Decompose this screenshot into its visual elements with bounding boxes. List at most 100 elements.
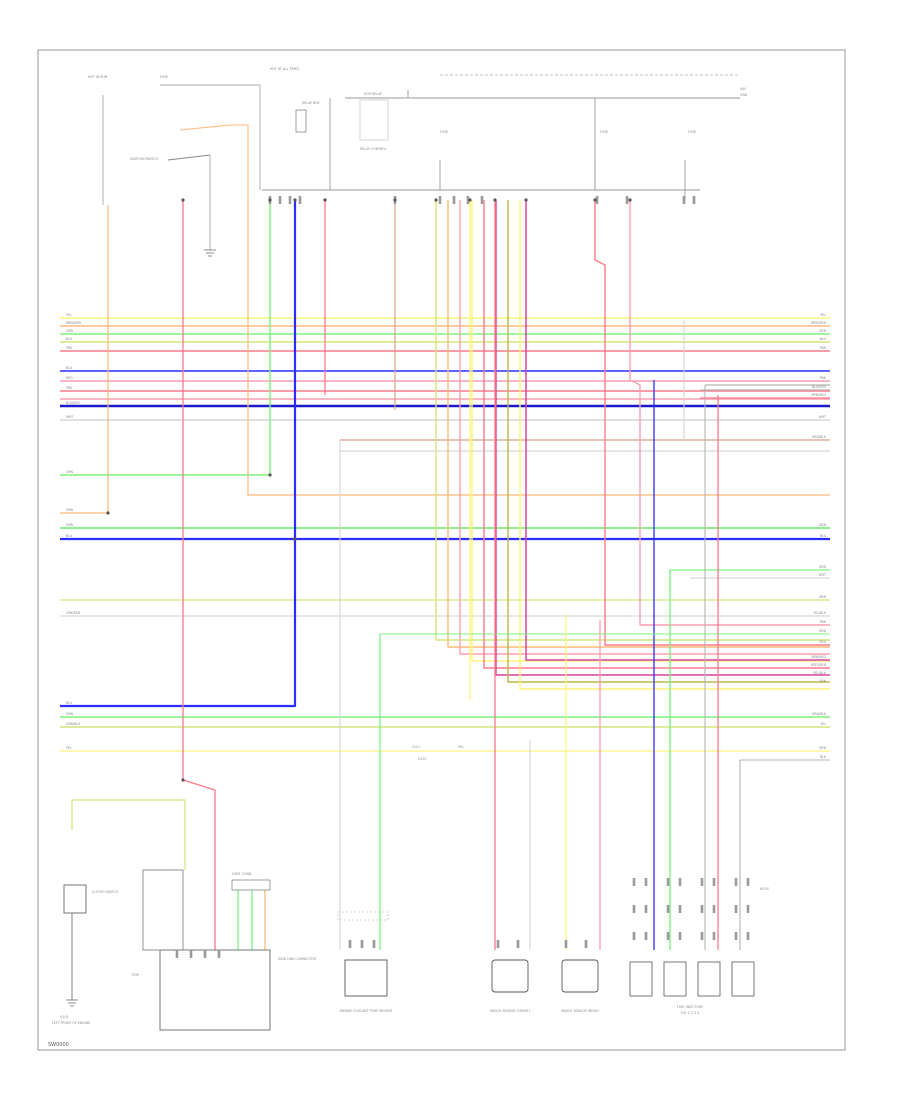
right-wire-label: BRN/RED (811, 655, 826, 659)
connector-pin (466, 196, 470, 204)
fanout-wire (471, 200, 830, 662)
connector-pin (278, 196, 282, 204)
injector-pin (632, 878, 636, 886)
connector-pin (682, 196, 686, 204)
label-ign: IGN (740, 87, 746, 91)
fuse-feed-top (160, 84, 261, 190)
label-splice: YEL (458, 745, 464, 749)
left-wire-label: GRN (66, 470, 74, 474)
injector-pin (632, 932, 636, 940)
right-wire-label: WHT (819, 573, 827, 577)
green-drop (60, 200, 271, 476)
connector-pin (595, 196, 599, 204)
left-wire-label: GRN (66, 329, 74, 333)
right-wire-label: PNK (820, 346, 827, 350)
left-wire-label: BLU (66, 366, 73, 370)
relay-coil (295, 109, 307, 133)
connector-pin (480, 196, 484, 204)
right-wire-label: YEL (820, 313, 826, 317)
sensor-pin (516, 940, 520, 948)
splice-dot (268, 473, 272, 477)
right-wire-label: GRN (819, 329, 827, 333)
left-wire-label: PNK (66, 346, 73, 350)
injector-pin (666, 932, 670, 940)
splice-dot (493, 198, 497, 202)
sensor-pin (360, 940, 364, 948)
left-wire-label: BLU (66, 701, 73, 705)
right-wire-label: ORN/BLK (812, 435, 827, 439)
left-wire-label: BLK/RED (66, 401, 80, 405)
right-wire-label: GRN (819, 746, 827, 750)
connector-pin (625, 196, 629, 204)
left-wire-label: BLU (66, 337, 73, 341)
injector (697, 961, 721, 997)
connector-pin (692, 196, 696, 204)
label-coolant-sensor: ENGINE COOLANT TEMP SENSOR (340, 1009, 393, 1013)
splice-dot (628, 198, 632, 202)
sensor-pin (564, 940, 568, 948)
label-ground: G101 (418, 757, 427, 761)
left-wire-label: BLU (66, 534, 73, 538)
label-ecm-relay: ECM RELAY (364, 92, 382, 96)
sensor-pin (496, 940, 500, 948)
pcm-pin (175, 950, 179, 958)
right-wire-label: YEL/BLK (813, 671, 827, 675)
label-ground-top: GND (740, 93, 748, 97)
fanout-wire (435, 200, 830, 641)
right-wire-label: YEL/BLK (813, 611, 827, 615)
fanout-wire (459, 200, 830, 655)
label-hot-at-all-times: HOT AT ALL TIMES (270, 67, 299, 71)
orange-left (60, 205, 109, 514)
label-joint-conn: JOINT CONN (231, 872, 252, 876)
splice-dot (393, 198, 397, 202)
right-wire-label: GRN (819, 523, 827, 527)
injector-pin (746, 878, 750, 886)
injector-pin (632, 905, 636, 913)
diagram-frame (37, 49, 846, 1051)
right-wire-label: BLU (820, 534, 827, 538)
label-data-link: DATA LINK CONNECTOR (278, 957, 317, 961)
splice-dot (434, 198, 438, 202)
connector-pin (298, 196, 302, 204)
splice-dot (293, 198, 297, 202)
right-wire-label: PNK (820, 620, 827, 624)
label-ho2s: HO2S (760, 887, 769, 891)
knock-sensor-rear (561, 959, 599, 993)
left-wire-label: YEL (66, 313, 72, 317)
left-wire-label: PNK (66, 386, 73, 390)
pcm-pin (203, 950, 207, 958)
injector-pin (734, 878, 738, 886)
pcm-pin (189, 950, 193, 958)
injector-pin (644, 932, 648, 940)
injector-pin (666, 905, 670, 913)
left-wire-label: GRN/BLK (66, 722, 81, 726)
connector-pin (452, 196, 456, 204)
ground-symbol (204, 249, 216, 257)
ground-symbol (66, 999, 78, 1007)
knock-sensor-front (491, 959, 529, 993)
fanout-wire (525, 200, 830, 661)
right-wire-label: BLU (820, 337, 827, 341)
label-pcm: PCM (132, 973, 139, 977)
injector-pin (644, 905, 648, 913)
components-layer (63, 99, 755, 1031)
pcm-box (159, 949, 271, 1031)
injector-pin (678, 878, 682, 886)
red-long (182, 200, 216, 950)
injector-pin (700, 905, 704, 913)
injector-pin (712, 878, 716, 886)
sensor-pin (372, 940, 376, 948)
injector-pin (700, 932, 704, 940)
wires-layer (60, 74, 830, 1000)
label-knock-front: KNOCK SENSOR (FRONT) (490, 1009, 530, 1013)
bottom-left-wire (71, 799, 186, 870)
left-wire-label: RED (66, 376, 73, 380)
splice-dot (106, 511, 110, 515)
left-wire-label: GRY/RED (66, 611, 81, 615)
injector-pin (734, 932, 738, 940)
label-hot-in-run: HOT IN RUN (88, 75, 108, 79)
right-wire-label: GRN (819, 629, 827, 633)
right-wire-label: BRN/RED (811, 393, 826, 397)
pcm-sub-box (142, 869, 184, 951)
